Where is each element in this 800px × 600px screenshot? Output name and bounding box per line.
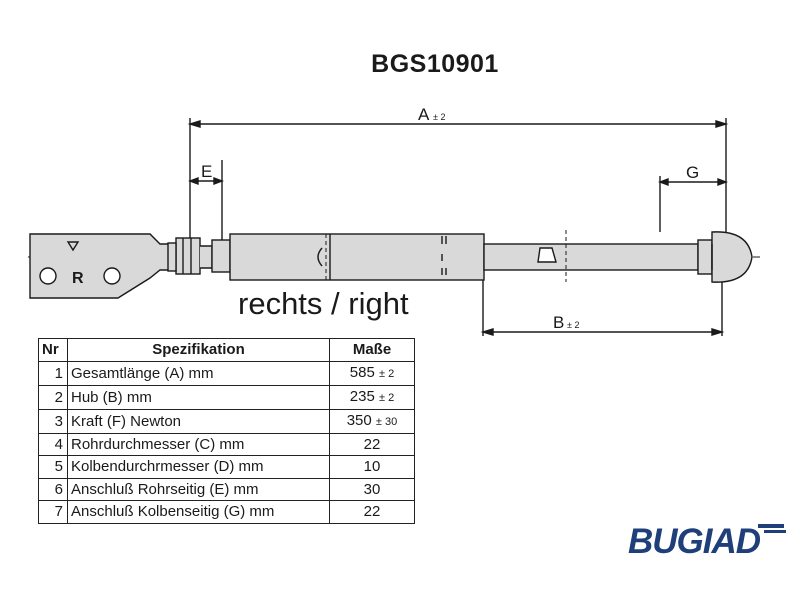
value-tolerance: ± 2: [378, 391, 395, 404]
row-nr: 5: [38, 455, 68, 479]
value-tolerance: ± 30: [375, 415, 398, 428]
left-joint-nut: [167, 242, 177, 272]
mounting-bracket: [29, 233, 179, 299]
dim-e-arrow-right: [213, 176, 224, 186]
left-joint-body: [175, 237, 201, 275]
table-row: 7 Anschluß Kolbenseitig (G) mm 22: [38, 500, 415, 524]
row-nr: 3: [38, 408, 68, 434]
dim-b-tolerance: ± 2: [567, 320, 579, 330]
row-value: 30: [329, 477, 415, 501]
row-spec: Anschluß Kolbenseitig (G) mm: [67, 500, 330, 524]
table-row: 1 Gesamtlänge (A) mm 585 ± 2: [38, 360, 415, 386]
value-number: 350: [346, 411, 372, 429]
row-nr: 6: [38, 477, 68, 501]
left-joint-collar: [211, 239, 231, 273]
value-number: 10: [363, 458, 381, 476]
value-number: 30: [363, 480, 381, 498]
dim-g-arrow-right: [717, 177, 728, 187]
side-label: rechts / right: [238, 286, 409, 321]
dim-e-label: E: [201, 162, 212, 181]
piston-rod: [483, 243, 699, 271]
table-row: 3 Kraft (F) Newton 350 ± 30: [38, 408, 415, 434]
part-number-title: BGS10901: [371, 50, 499, 78]
row-nr: 4: [38, 432, 68, 456]
value-number: 235: [349, 387, 375, 405]
specification-table: Nr Spezifikation Maße 1 Gesamtlänge (A) …: [38, 338, 415, 524]
rod-end-flat: [537, 247, 557, 263]
value-number: 22: [363, 503, 381, 521]
dim-g-label: G: [686, 163, 699, 182]
header-nr: Nr: [38, 338, 68, 362]
dim-b-arrow-left: [480, 328, 494, 336]
row-nr: 7: [38, 500, 68, 524]
row-spec: Hub (B) mm: [67, 384, 330, 410]
table-row: 4 Rohrdurchmesser (C) mm 22: [38, 432, 415, 456]
row-value: 10: [329, 455, 415, 479]
dim-e-arrow-left: [188, 176, 199, 186]
table-row: 5 Kolbendurchrmesser (D) mm 10: [38, 455, 415, 479]
table-row: 2 Hub (B) mm 235 ± 2: [38, 384, 415, 410]
dim-b-arrow-right: [711, 328, 725, 336]
row-spec: Rohrdurchmesser (C) mm: [67, 432, 330, 456]
value-number: 22: [363, 435, 381, 453]
bracket-notch: [66, 241, 80, 252]
row-value: 585 ± 2: [329, 360, 415, 386]
row-spec: Kolbendurchrmesser (D) mm: [67, 455, 330, 479]
dim-g-arrow-left: [658, 177, 669, 187]
row-nr: 1: [38, 360, 68, 386]
bracket-hole-right: [103, 267, 121, 285]
dim-a-tolerance: ± 2: [433, 112, 445, 122]
table-header-row: Nr Spezifikation Maße: [38, 338, 415, 362]
right-socket-head: [711, 231, 753, 283]
brand-logo: BUGIAD: [628, 520, 788, 570]
dim-a-arrow-left: [187, 120, 201, 128]
value-number: 585: [349, 363, 375, 381]
value-tolerance: ± 2: [378, 367, 395, 380]
dim-a-label: A: [418, 105, 430, 124]
bracket-label-r: R: [72, 270, 84, 287]
dim-a-arrow-right: [715, 120, 729, 128]
row-spec: Anschluß Rohrseitig (E) mm: [67, 477, 330, 501]
row-nr: 2: [38, 384, 68, 410]
row-value: 22: [329, 432, 415, 456]
row-value: 235 ± 2: [329, 384, 415, 410]
table-row: 6 Anschluß Rohrseitig (E) mm 30: [38, 477, 415, 501]
dim-c-arc: [317, 247, 323, 267]
row-value: 350 ± 30: [329, 408, 415, 434]
brand-name: BUGIAD: [628, 522, 761, 561]
header-spezifikation: Spezifikation: [67, 338, 330, 362]
row-value: 22: [329, 500, 415, 524]
row-spec: Kraft (F) Newton: [67, 408, 330, 434]
gas-spring-drawing: A ± 2 E G B ± 2 R: [28, 105, 760, 336]
bracket-hole-left: [39, 267, 57, 285]
row-spec: Gesamtlänge (A) mm: [67, 360, 330, 386]
brand-mark-icon: [758, 524, 786, 533]
dim-b-label: B: [553, 313, 564, 332]
left-joint-neck: [200, 245, 213, 269]
right-socket-body: [697, 239, 713, 275]
header-masse: Maße: [329, 338, 415, 362]
